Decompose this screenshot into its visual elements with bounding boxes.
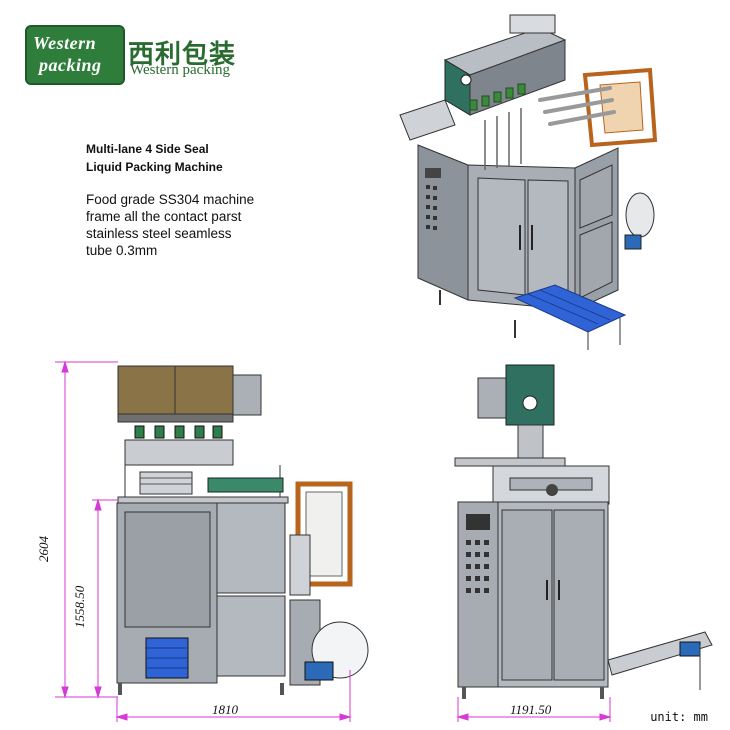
unit-label: unit: mm xyxy=(650,710,708,724)
dimension-width-side: 1191.50 xyxy=(510,702,552,717)
dimension-height-total: 2604 xyxy=(36,536,51,562)
dimension-width-front: 1810 xyxy=(212,702,238,717)
product-title-line1: Multi-lane 4 Side Seal xyxy=(86,142,209,156)
description-line: stainless steel seamless xyxy=(86,226,232,241)
side-elevation-view xyxy=(454,364,713,699)
description-line: frame all the contact parst xyxy=(86,209,242,224)
description-line: Food grade SS304 machine xyxy=(86,192,255,207)
company-english-name: Western packing xyxy=(130,62,231,78)
front-elevation-view xyxy=(116,365,369,695)
logo-text-line2: packing xyxy=(39,55,102,75)
company-logo: Western packing xyxy=(25,25,125,85)
dimension-lines xyxy=(55,360,612,722)
product-title-line2: Liquid Packing Machine xyxy=(86,160,223,174)
isometric-machine-view xyxy=(399,14,658,350)
company-chinese-name: 西利包装 xyxy=(128,40,237,70)
description-line: tube 0.3mm xyxy=(86,243,158,258)
logo-text-line1: Western xyxy=(33,33,97,53)
dimension-height-cabinet: 1558.50 xyxy=(72,585,87,628)
